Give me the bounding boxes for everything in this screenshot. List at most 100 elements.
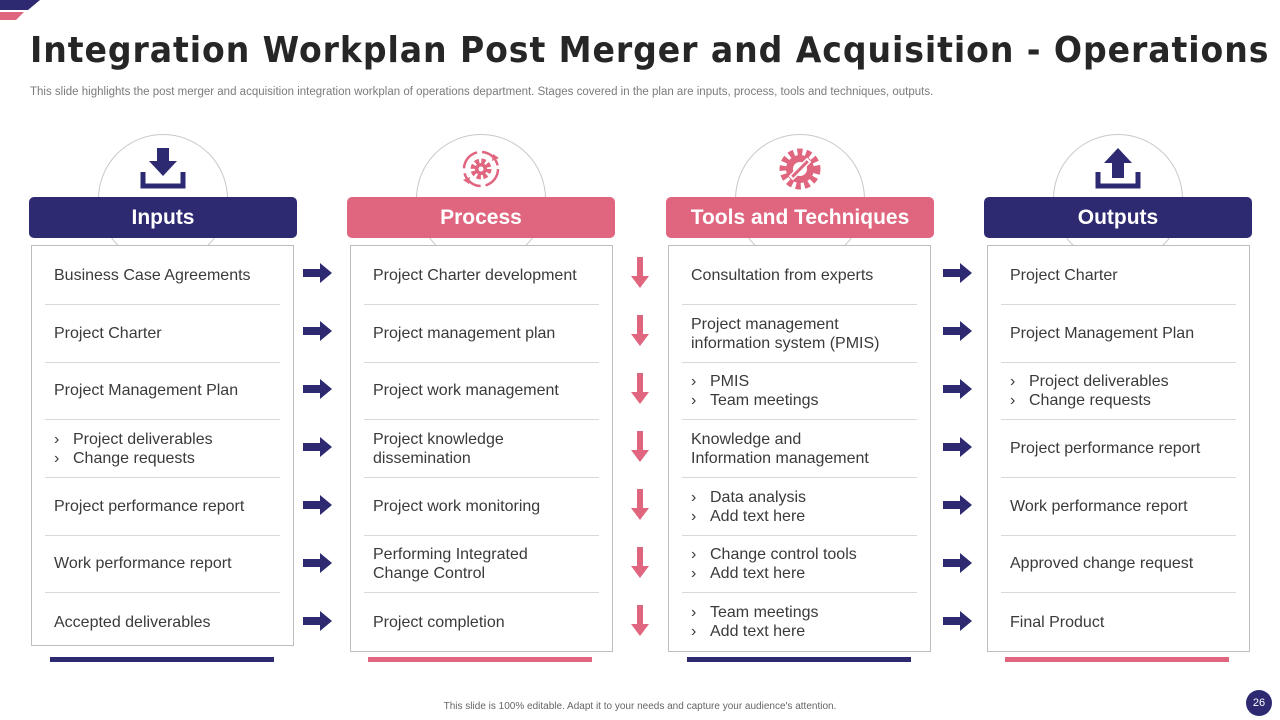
arrow-down-icon bbox=[631, 373, 649, 404]
bullet-line: › Data analysis bbox=[691, 488, 917, 507]
item-text: Project Charter bbox=[1010, 267, 1118, 284]
chevron-right-icon: › bbox=[691, 488, 697, 506]
list-item: Project management plan bbox=[364, 305, 599, 363]
chevron-right-icon: › bbox=[691, 391, 697, 409]
bullet-text: Add text here bbox=[710, 507, 806, 525]
bullet-text: Team meetings bbox=[710, 391, 819, 409]
corner-decoration bbox=[0, 0, 40, 20]
bullet-text: Project deliverables bbox=[1029, 372, 1169, 390]
column-header: Outputs bbox=[984, 197, 1252, 238]
bullet-line: › Change control tools bbox=[691, 545, 917, 564]
item-text: Project knowledge bbox=[373, 430, 504, 448]
column-underline bbox=[687, 657, 911, 662]
arrow-right-icon bbox=[303, 611, 332, 631]
column-header: Inputs bbox=[29, 197, 297, 238]
arrow-down-icon bbox=[631, 489, 649, 520]
list-item: Project performance report bbox=[45, 478, 280, 536]
arrow-right-icon bbox=[303, 379, 332, 399]
column-header: Process bbox=[347, 197, 615, 238]
list-item: ›Project deliverables›Change requests bbox=[1001, 362, 1236, 420]
list-item: Work performance report bbox=[1001, 478, 1236, 536]
list-item: Accepted deliverables bbox=[45, 593, 280, 651]
item-text: Project management bbox=[691, 315, 839, 333]
item-text: Project work management bbox=[373, 382, 559, 399]
list-item: Project completion bbox=[364, 593, 599, 651]
chevron-right-icon: › bbox=[691, 623, 697, 640]
arrow-right-icon bbox=[943, 321, 972, 341]
item-text: Approved change request bbox=[1010, 555, 1194, 572]
slide-title: Integration Workplan Post Merger and Acq… bbox=[30, 30, 1270, 71]
list-item: Project work monitoring bbox=[364, 478, 599, 536]
arrow-right-icon bbox=[943, 611, 972, 631]
column-underline bbox=[50, 657, 274, 662]
bullet-text: Data analysis bbox=[710, 488, 807, 506]
item-text: Project Charter bbox=[54, 325, 162, 342]
chevron-right-icon: › bbox=[691, 545, 697, 563]
list-item: Work performance report bbox=[45, 535, 280, 593]
list-item: ›Team meetings› Add text here bbox=[682, 593, 917, 651]
bullet-text: Project deliverables bbox=[73, 430, 213, 448]
bullet-text: Team meetings bbox=[710, 604, 819, 621]
bullet-line: › Team meetings bbox=[691, 391, 917, 410]
item-text: Project Management Plan bbox=[54, 382, 239, 399]
gear-cycle-icon bbox=[457, 146, 505, 192]
list-item: Consultation from experts bbox=[682, 247, 917, 305]
item-text: Final Product bbox=[1010, 613, 1105, 631]
upload-icon bbox=[1094, 146, 1142, 192]
footer-note: This slide is 100% editable. Adapt it to… bbox=[443, 701, 837, 712]
download-icon bbox=[139, 146, 187, 192]
arrow-right-icon bbox=[303, 495, 332, 515]
item-text: Project work monitoring bbox=[373, 498, 541, 515]
list-item: ›PMIS› Team meetings bbox=[682, 362, 917, 420]
item-text: Performing Integrated bbox=[373, 545, 528, 563]
bullet-line: ›PMIS bbox=[691, 372, 917, 391]
item-text: Project management plan bbox=[373, 325, 556, 342]
column-underline bbox=[368, 657, 592, 662]
item-text: Project Charter development bbox=[373, 267, 577, 284]
bullet-line: ›Project deliverables bbox=[54, 430, 280, 449]
bullet-line: › Add text here bbox=[691, 622, 917, 641]
bullet-text: Add text here bbox=[710, 623, 806, 640]
list-item: Approved change request bbox=[1001, 535, 1236, 593]
item-text: Work performance report bbox=[54, 555, 232, 572]
tools-gear-icon bbox=[776, 146, 824, 192]
arrow-right-icon bbox=[943, 263, 972, 283]
column-underline bbox=[1005, 657, 1229, 662]
bullet-text: Add text here bbox=[710, 564, 806, 582]
bullet-line: › Change requests bbox=[54, 449, 280, 468]
arrow-right-icon bbox=[303, 321, 332, 341]
bullet-line: ›Project deliverables bbox=[1010, 372, 1236, 391]
list-item: › Change control tools›Add text here bbox=[682, 535, 917, 593]
arrow-down-icon bbox=[631, 431, 649, 462]
chevron-right-icon: › bbox=[54, 449, 60, 467]
list-item: Business Case Agreements bbox=[45, 247, 280, 305]
bullet-line: ›Team meetings bbox=[691, 603, 917, 622]
bullet-text: Change control tools bbox=[710, 545, 857, 563]
item-text: Business Case Agreements bbox=[54, 267, 251, 284]
bullet-text: Change requests bbox=[73, 449, 195, 467]
arrow-right-icon bbox=[943, 379, 972, 399]
arrow-down-icon bbox=[631, 605, 649, 636]
item-text: Information management bbox=[691, 449, 869, 467]
list-item: Final Product bbox=[1001, 593, 1236, 651]
bullet-line: ›Add text here bbox=[691, 564, 917, 583]
chevron-right-icon: › bbox=[691, 372, 697, 390]
arrow-down-icon bbox=[631, 257, 649, 288]
arrow-right-icon bbox=[943, 553, 972, 573]
item-text: Work performance report bbox=[1010, 498, 1188, 515]
list-item: ›Project deliverables› Change requests bbox=[45, 420, 280, 478]
item-text: dissemination bbox=[373, 449, 471, 467]
page-number: 26 bbox=[1246, 690, 1272, 716]
list-item: › Data analysis› Add text here bbox=[682, 478, 917, 536]
column-header: Tools and Techniques bbox=[666, 197, 934, 238]
arrow-right-icon bbox=[303, 263, 332, 283]
